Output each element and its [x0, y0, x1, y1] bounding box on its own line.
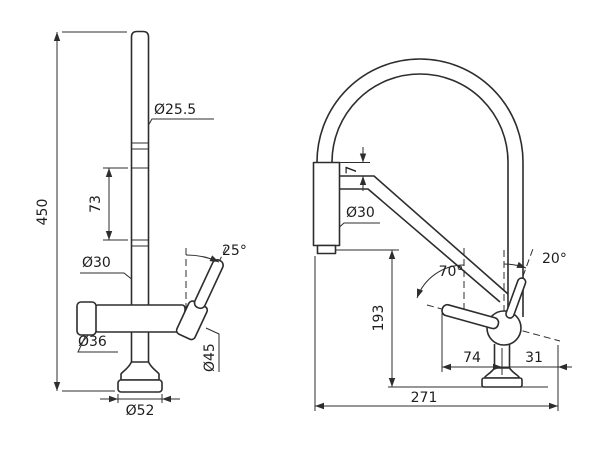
side-view: 7 Ø30 70° 20° 193 74 31 271: [312, 58, 572, 411]
depth-extensions: [314, 256, 559, 411]
column-joint-lines: [131, 142, 149, 247]
base-plate: [117, 379, 163, 393]
body-connector: [316, 244, 337, 255]
lever-angle-arc: [503, 261, 527, 269]
column-diameter-label: Ø30: [82, 255, 111, 271]
body-column: [312, 161, 341, 247]
spray-hose: [339, 175, 509, 303]
handle-angle-label: 25°: [222, 243, 247, 259]
spray-wand: [441, 303, 500, 330]
head-offset-extensions: [441, 313, 503, 375]
lever-offset-label: 31: [525, 350, 543, 366]
lever-angle-label: 20°: [542, 251, 567, 267]
spray-lever-stick: [505, 277, 527, 319]
column-diameter-side-leader: [339, 222, 380, 228]
spout-diameter-leader: [148, 118, 214, 126]
base-diameter-label: Ø52: [126, 403, 155, 419]
valve-diameter-leader: [77, 336, 118, 353]
spray-lever: [505, 277, 527, 319]
spout-diameter-label: Ø25.5: [154, 102, 196, 118]
head-height-label: 193: [371, 305, 387, 332]
overall-height-label: 450: [35, 199, 51, 226]
upper-section-label: 73: [88, 195, 104, 213]
base-cone: [120, 361, 160, 381]
spray-wand-body: [441, 303, 500, 330]
handle-diameter-leader: [205, 327, 220, 372]
section-extension-lines: [103, 167, 128, 241]
head-offset-label: 74: [463, 350, 481, 366]
handle-diameter-label: Ø45: [202, 343, 218, 372]
spray-angle-arc: [416, 264, 465, 299]
spout-drop-label: 7: [344, 166, 360, 175]
column-diameter-leader: [80, 272, 132, 280]
overall-depth-label: 271: [411, 390, 438, 406]
offset-extension-lines: [339, 162, 374, 177]
gooseneck-outer-arc: [316, 58, 524, 163]
spray-angle-label: 70°: [439, 264, 464, 280]
height-extension-lines: [62, 31, 127, 392]
handle-stick: [193, 259, 224, 310]
front-view: 450 Ø25.5 73 Ø30 25° Ø36 Ø45 Ø52: [35, 30, 247, 419]
mixer-body: [94, 304, 186, 333]
valve-diameter-label: Ø36: [78, 334, 107, 350]
handle-angle-arc: [185, 254, 220, 263]
valve-cap: [76, 301, 97, 336]
handle-lever: [175, 259, 224, 341]
column-diameter-side-label: Ø30: [346, 205, 375, 221]
base-extension-lines: [117, 394, 163, 403]
base-plate-side: [481, 377, 523, 388]
spout-column: [130, 30, 150, 362]
gooseneck-inner-arc: [331, 73, 509, 163]
